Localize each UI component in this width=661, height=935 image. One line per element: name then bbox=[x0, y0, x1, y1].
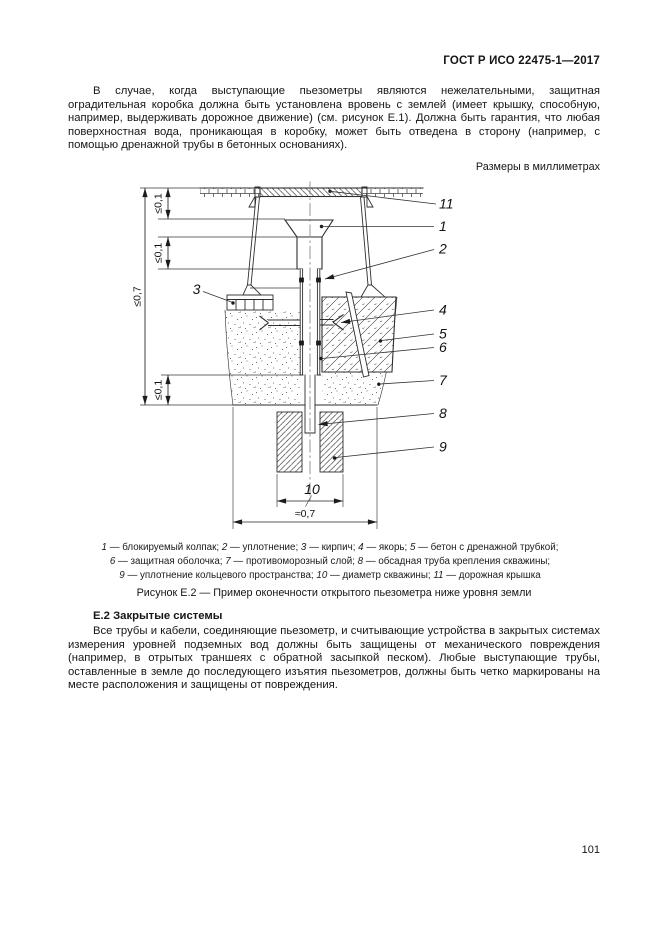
dim-borehole-diameter: 10 bbox=[304, 481, 320, 497]
dimensions-note: Размеры в миллиметрах bbox=[475, 161, 600, 173]
figure-caption: Рисунок Е.2 — Пример оконечности открыто… bbox=[136, 587, 532, 599]
legend-line: 9 — уплотнение кольцевого пространства; … bbox=[119, 570, 541, 581]
callout-leaders: 11 1 2 3 4 5 6 7 8 9 bbox=[193, 189, 454, 460]
dim-total-depth: ≤0,7 bbox=[132, 286, 144, 307]
document-header: ГОСТ Р ИСО 22475-1—2017 bbox=[443, 55, 600, 67]
section-heading: Е.2 Закрытые системы bbox=[93, 610, 223, 622]
callout-label-3: 3 bbox=[193, 281, 201, 297]
legend-line: 6 — защитная оболочка; 7 — противоморозн… bbox=[109, 556, 551, 567]
dim-width-approx: ≈0,7 bbox=[295, 508, 316, 520]
callout-label-1: 1 bbox=[439, 218, 447, 234]
ground-surface bbox=[199, 187, 424, 197]
dim-small-bottom: ≤0,1 bbox=[153, 380, 165, 401]
callout-label-11: 11 bbox=[439, 196, 454, 212]
callout-label-8: 8 bbox=[439, 405, 447, 421]
brick-layer bbox=[226, 287, 300, 311]
dim-small-mid: ≤0,1 bbox=[153, 243, 165, 264]
road-cover bbox=[248, 186, 374, 208]
intro-paragraph: В случае, когда выступающие пьезометры я… bbox=[68, 85, 600, 152]
callout-label-5: 5 bbox=[439, 326, 447, 342]
extension-lines bbox=[140, 187, 378, 529]
drainage-tube bbox=[345, 291, 370, 378]
pipe-seals bbox=[299, 277, 321, 346]
callout-label-6: 6 bbox=[439, 339, 447, 355]
callout-label-2: 2 bbox=[438, 241, 447, 257]
figure-e2-diagram: ≤0,7 ≤0,1 ≤0,1 ≤0,1 10 ≈0,7 11 1 2 3 4 5 bbox=[132, 181, 454, 529]
figure-legend: 1 — блокируемый колпак; 2 — уплотнение; … bbox=[80, 541, 580, 583]
callout-label-4: 4 bbox=[439, 302, 447, 318]
protective-box-walls bbox=[242, 196, 387, 298]
callout-label-9: 9 bbox=[439, 439, 447, 455]
page-number: 101 bbox=[581, 844, 600, 856]
dim-small-top: ≤0,1 bbox=[153, 193, 165, 214]
section-paragraph: Все трубы и кабели, соединяющие пьезомет… bbox=[68, 625, 600, 692]
anchor-ties bbox=[259, 314, 344, 331]
legend-line: 1 — блокируемый колпак; 2 — уплотнение; … bbox=[101, 542, 559, 553]
dimension-lines: ≤0,7 ≤0,1 ≤0,1 ≤0,1 10 ≈0,7 bbox=[132, 188, 377, 525]
lockable-cap bbox=[283, 219, 335, 270]
callout-label-7: 7 bbox=[439, 372, 448, 388]
